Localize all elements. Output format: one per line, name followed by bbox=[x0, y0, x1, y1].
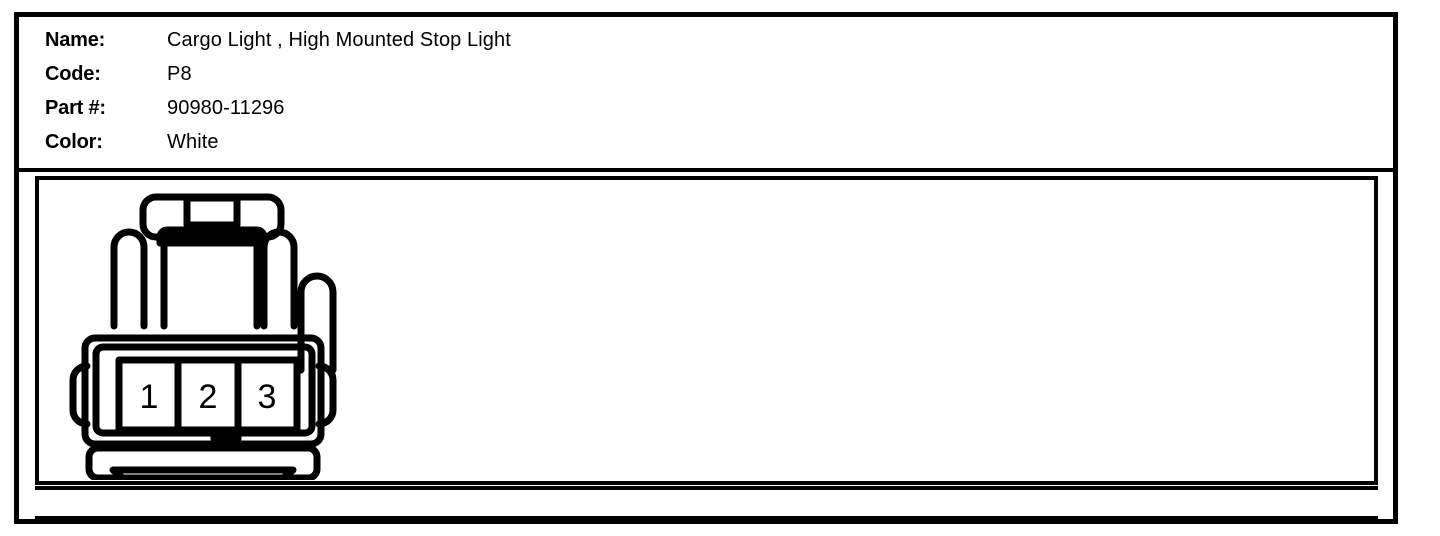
info-label-code: Code: bbox=[45, 63, 101, 85]
info-row-name: Name: Cargo Light , High Mounted Stop Lig… bbox=[45, 23, 511, 57]
info-label-part-number: Part #: bbox=[45, 97, 106, 119]
connector-card: Name: Cargo Light , High Mounted Stop Lig… bbox=[14, 12, 1398, 524]
bottom-lip bbox=[109, 466, 297, 480]
info-value-part-number: 90980-11296 bbox=[167, 97, 285, 119]
bottom-polarizing-notch bbox=[210, 426, 242, 443]
connector-illustration: 1 2 3 bbox=[69, 193, 337, 480]
info-label-name: Name: bbox=[45, 29, 106, 51]
pin-number-2: 2 bbox=[199, 378, 218, 416]
left-mounting-ear bbox=[69, 362, 91, 428]
notes-strip bbox=[35, 486, 1378, 520]
body-inner-shell bbox=[92, 343, 316, 437]
cavity-dividers bbox=[174, 356, 242, 434]
left-post bbox=[110, 228, 148, 330]
pin-number-1: 1 bbox=[140, 378, 159, 416]
right-hook bbox=[297, 272, 337, 374]
info-value-color: White bbox=[167, 131, 219, 153]
info-value-name: Cargo Light , High Mounted Stop Light bbox=[167, 29, 511, 51]
right-post bbox=[260, 228, 298, 330]
bottom-skirt bbox=[85, 444, 321, 480]
center-block bbox=[160, 237, 261, 330]
info-label-color: Color: bbox=[45, 131, 103, 153]
info-row-color: Color: White bbox=[45, 125, 219, 159]
cavity-frame bbox=[115, 356, 301, 434]
info-row-code: Code: P8 bbox=[45, 57, 192, 91]
connector-diagram-panel: 1 2 3 bbox=[35, 176, 1378, 485]
right-mounting-ear bbox=[315, 362, 337, 428]
body-outer-shell bbox=[81, 334, 325, 448]
pin-number-3: 3 bbox=[258, 378, 277, 416]
info-value-code: P8 bbox=[167, 63, 192, 85]
connector-info-block: Name: Cargo Light , High Mounted Stop Lig… bbox=[19, 17, 1393, 172]
info-row-part-number: Part #: 90980-11296 bbox=[45, 91, 285, 125]
top-latch-inner-bar bbox=[183, 194, 241, 229]
